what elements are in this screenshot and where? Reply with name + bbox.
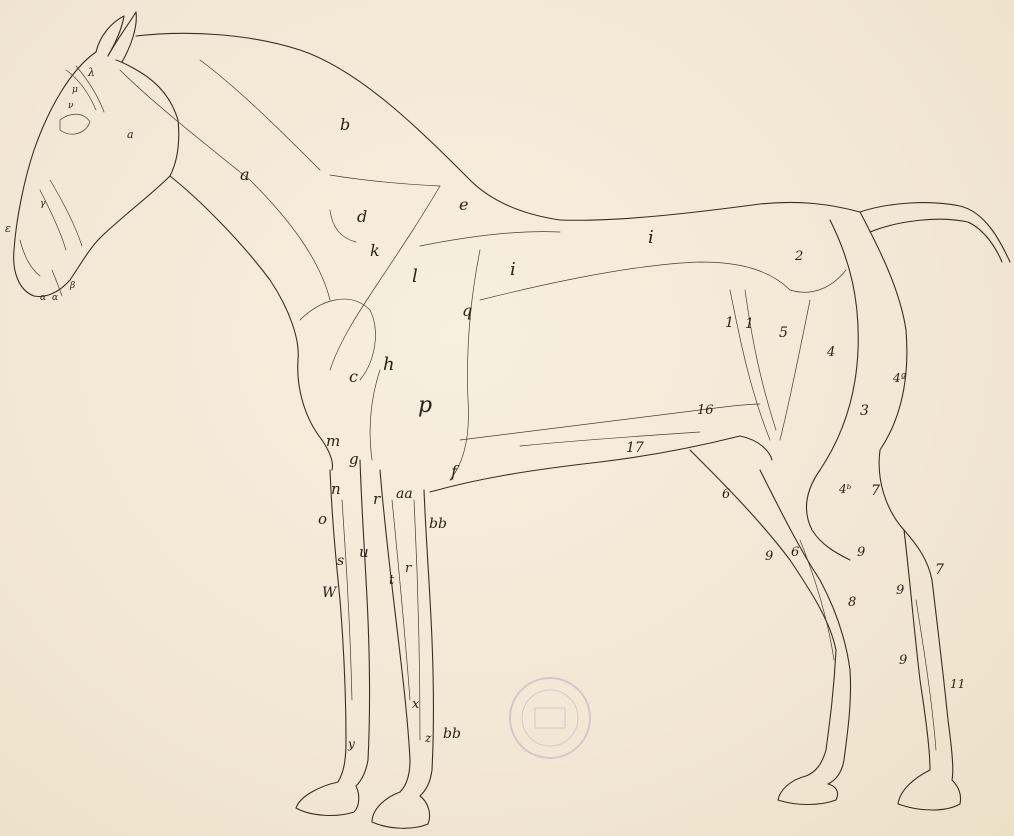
label-4a: 4ª <box>892 371 907 385</box>
label-i-back: i <box>648 227 654 248</box>
label-n: n <box>331 480 341 498</box>
label-h: h <box>383 354 395 375</box>
label-q: q <box>462 301 472 320</box>
label-head-gamma: γ <box>40 199 46 209</box>
label-8: 8 <box>848 595 856 610</box>
label-7b: 7 <box>935 562 944 578</box>
label-g: g <box>349 450 359 468</box>
label-1b: 1 <box>745 316 754 332</box>
label-5: 5 <box>779 325 788 341</box>
label-9d: 9 <box>899 653 907 668</box>
label-9c: 9 <box>896 583 904 598</box>
label-head-mu: μ <box>72 85 78 95</box>
label-17: 17 <box>626 440 644 456</box>
label-7a: 7 <box>871 483 880 499</box>
label-u: u <box>359 543 369 561</box>
label-t: t <box>389 573 395 588</box>
label-s: s <box>337 553 344 569</box>
label-i-flank: i <box>510 259 516 280</box>
label-m: m <box>326 432 340 450</box>
label-d: d <box>357 207 367 226</box>
horse-outline <box>14 12 1010 580</box>
label-a-neck: a <box>240 165 250 184</box>
label-z: z <box>424 731 432 745</box>
label-e: e <box>459 195 468 214</box>
label-aa: aa <box>396 486 413 502</box>
label-2: 2 <box>794 249 803 264</box>
label-l: l <box>412 266 418 287</box>
label-head-epsilon: ε <box>5 222 11 235</box>
label-k: k <box>370 241 380 260</box>
label-a-head: a <box>127 128 134 141</box>
label-head-beta: β <box>69 281 75 291</box>
label-o: o <box>318 510 327 528</box>
label-6b: 6 <box>791 545 799 560</box>
label-f: f <box>450 462 460 481</box>
label-r-lower: r <box>405 561 412 576</box>
label-9b: 9 <box>857 545 865 560</box>
forelegs <box>296 460 434 828</box>
label-16: 16 <box>697 403 714 418</box>
head-details <box>20 66 104 296</box>
label-w: W <box>322 585 338 601</box>
label-y: y <box>347 737 355 751</box>
label-3: 3 <box>860 403 869 419</box>
label-c: c <box>349 367 358 386</box>
head-greek-labels: λ μ ν α α β ε γ <box>5 66 95 303</box>
label-x: x <box>412 697 420 712</box>
label-6a: 6 <box>722 487 730 502</box>
hind-legs <box>690 450 961 810</box>
label-head-alpha2: α <box>52 293 58 303</box>
letter-labels: a a b d e k i i l q c h p m g n o s u W … <box>127 115 654 751</box>
label-head-alpha1: α <box>40 293 46 303</box>
label-1a: 1 <box>725 315 734 331</box>
label-b: b <box>340 115 350 134</box>
label-9a: 9 <box>765 549 773 564</box>
label-head-lambda: λ <box>87 66 95 79</box>
label-bb-upper: bb <box>429 516 447 532</box>
label-4: 4 <box>826 345 835 360</box>
label-bb-lower: bb <box>443 726 461 742</box>
muscle-divisions <box>120 60 846 480</box>
label-p: p <box>418 393 432 418</box>
library-stamp <box>510 678 590 758</box>
label-11: 11 <box>950 677 965 691</box>
label-r-front: r <box>373 490 381 508</box>
label-head-nu: ν <box>68 101 74 111</box>
label-4b: 4ᵇ <box>838 482 852 496</box>
